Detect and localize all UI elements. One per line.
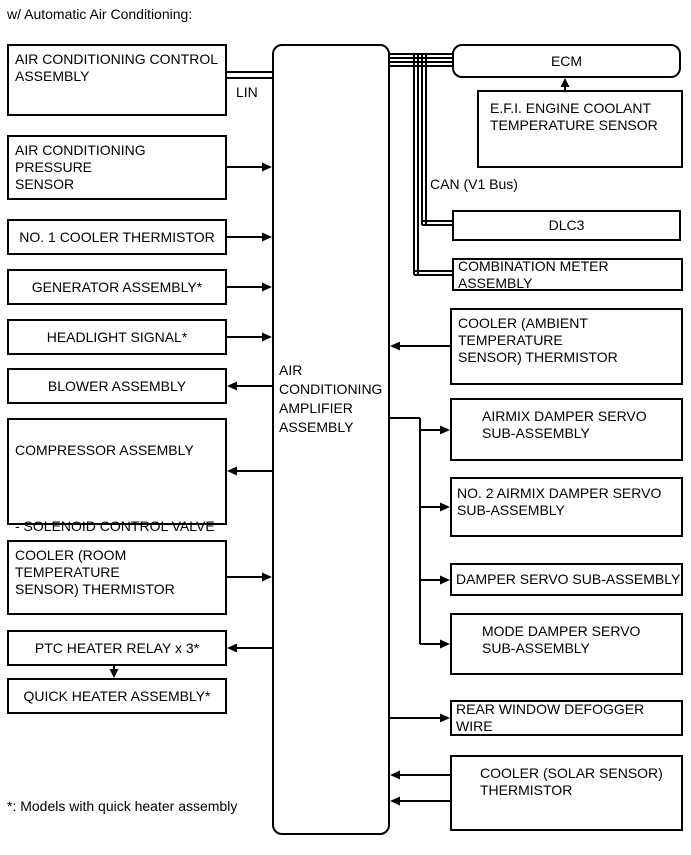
connector-ptc-to-quick-heater: [109, 666, 119, 678]
page-title: w/ Automatic Air Conditioning:: [7, 6, 193, 22]
connector-blower: [227, 381, 272, 391]
connector-efi-to-ecm: [560, 78, 570, 90]
servo-harness: [390, 417, 450, 649]
connector-defogger: [390, 713, 450, 723]
footnote: *: Models with quick heater assembly: [7, 798, 238, 814]
box-ambient-temp-thermistor: COOLER (AMBIENT TEMPERATURE SENSOR) THER…: [450, 308, 683, 385]
box-no1-cooler-thermistor: NO. 1 COOLER THERMISTOR: [7, 219, 227, 255]
box-generator-assembly: GENERATOR ASSEMBLY*: [7, 269, 227, 305]
lin-bus-line: [227, 71, 272, 79]
box-ptc-heater-relay: PTC HEATER RELAY x 3*: [7, 630, 227, 666]
box-efi-coolant-temp-sensor: E.F.I. ENGINE COOLANT TEMPERATURE SENSOR: [477, 90, 683, 168]
compressor-solenoid-valve: - SOLENOID CONTROL VALVE: [15, 518, 215, 534]
amplifier-label: AIR CONDITIONING AMPLIFIER ASSEMBLY: [279, 362, 383, 435]
connector-generator: [227, 282, 272, 292]
box-headlight-signal: HEADLIGHT SIGNAL*: [7, 319, 227, 355]
box-ac-control-assembly: AIR CONDITIONING CONTROL ASSEMBLY: [7, 44, 227, 116]
box-compressor-assembly: COMPRESSOR ASSEMBLY - SOLENOID CONTROL V…: [7, 418, 227, 534]
connector-solar-thermistor: [390, 770, 450, 806]
connector-compressor: [227, 466, 272, 476]
box-mode-damper-servo: MODE DAMPER SERVO SUB-ASSEMBLY: [450, 613, 683, 675]
box-solar-sensor-thermistor: COOLER (SOLAR SENSOR) THERMISTOR: [450, 755, 683, 831]
box-ecm: ECM: [452, 44, 681, 78]
connector-ambient-thermistor: [390, 341, 450, 351]
box-ac-amplifier-assembly: AIR CONDITIONING AMPLIFIER ASSEMBLY: [272, 44, 390, 835]
connector-room-thermistor: [227, 572, 272, 582]
box-ac-pressure-sensor: AIR CONDITIONING PRESSURE SENSOR: [7, 135, 227, 200]
connector-ptc-relay: [227, 643, 272, 653]
box-room-temp-thermistor: COOLER (ROOM TEMPERATURE SENSOR) THERMIS…: [7, 540, 227, 615]
box-quick-heater-assembly: QUICK HEATER ASSEMBLY*: [7, 678, 227, 714]
can-bus-lines: [390, 53, 452, 276]
connector-pressure-sensor: [227, 162, 272, 172]
box-rear-defogger-wire: REAR WINDOW DEFOGGER WIRE: [450, 700, 683, 736]
compressor-title: COMPRESSOR ASSEMBLY: [15, 442, 194, 458]
box-dlc3: DLC3: [452, 210, 681, 241]
box-no2-airmix-damper-servo: NO. 2 AIRMIX DAMPER SERVO SUB-ASSEMBLY: [450, 477, 683, 537]
can-bus-label: CAN (V1 Bus): [430, 176, 518, 192]
box-airmix-damper-servo: AIRMIX DAMPER SERVO SUB-ASSEMBLY: [450, 398, 683, 461]
lin-bus-label: LIN: [236, 84, 258, 100]
connector-headlight: [227, 332, 272, 342]
box-blower-assembly: BLOWER ASSEMBLY: [7, 368, 227, 404]
box-damper-servo: DAMPER SERVO SUB-ASSEMBLY: [450, 563, 683, 596]
box-combination-meter: COMBINATION METER ASSEMBLY: [452, 258, 683, 291]
connector-no1-cooler-thermistor: [227, 232, 272, 242]
